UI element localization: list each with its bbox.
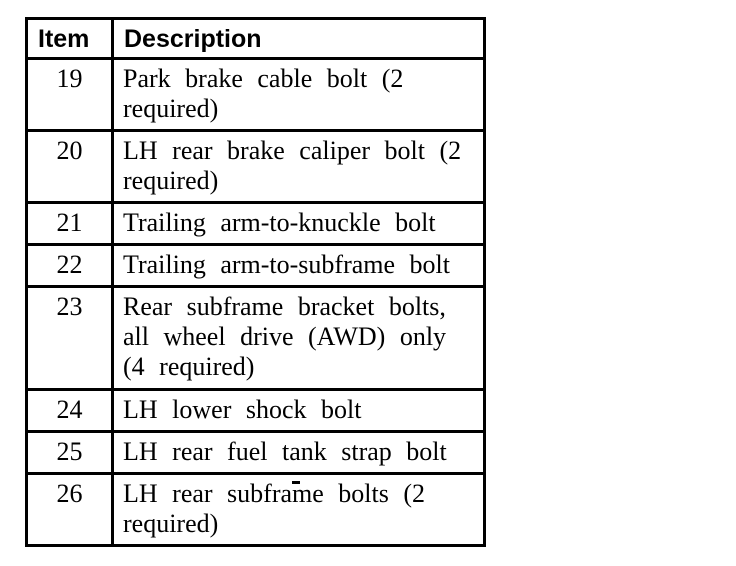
description-cell: Trailing arm-to-subframe bolt bbox=[111, 243, 486, 288]
description-cell: Rear subframe bracket bolts, all wheel d… bbox=[111, 285, 486, 391]
table-row: 24 LH lower shock bolt bbox=[25, 388, 486, 433]
item-cell: 19 bbox=[25, 57, 114, 132]
table-row: 25 LH rear fuel tank strap bolt bbox=[25, 430, 486, 475]
description-cell: Trailing arm-to-knuckle bolt bbox=[111, 201, 486, 246]
table-row: 23 Rear subframe bracket bolts, all whee… bbox=[25, 285, 486, 391]
parts-table-container: Item Description 19 Park brake cable bol… bbox=[25, 17, 486, 547]
header-row: Item Description bbox=[25, 17, 486, 60]
description-cell: LH rear subframe bolts (2 required) bbox=[111, 472, 486, 547]
item-cell: 20 bbox=[25, 129, 114, 204]
table-row: 21 Trailing arm-to-knuckle bolt bbox=[25, 201, 486, 246]
item-cell: 23 bbox=[25, 285, 114, 391]
column-header-item: Item bbox=[25, 17, 114, 60]
parts-table: Item Description 19 Park brake cable bol… bbox=[25, 17, 486, 547]
item-cell: 25 bbox=[25, 430, 114, 475]
scan-artifact-dash bbox=[292, 481, 300, 484]
description-cell: Park brake cable bolt (2 required) bbox=[111, 57, 486, 132]
description-cell: LH rear fuel tank strap bolt bbox=[111, 430, 486, 475]
table-row: 22 Trailing arm-to-subframe bolt bbox=[25, 243, 486, 288]
table-row: 19 Park brake cable bolt (2 required) bbox=[25, 57, 486, 132]
item-cell: 24 bbox=[25, 388, 114, 433]
column-header-description: Description bbox=[111, 17, 486, 60]
table-row: 26 LH rear subframe bolts (2 required) bbox=[25, 472, 486, 547]
item-cell: 21 bbox=[25, 201, 114, 246]
item-cell: 26 bbox=[25, 472, 114, 547]
item-cell: 22 bbox=[25, 243, 114, 288]
description-cell: LH rear brake caliper bolt (2 required) bbox=[111, 129, 486, 204]
table-row: 20 LH rear brake caliper bolt (2 require… bbox=[25, 129, 486, 204]
description-cell: LH lower shock bolt bbox=[111, 388, 486, 433]
